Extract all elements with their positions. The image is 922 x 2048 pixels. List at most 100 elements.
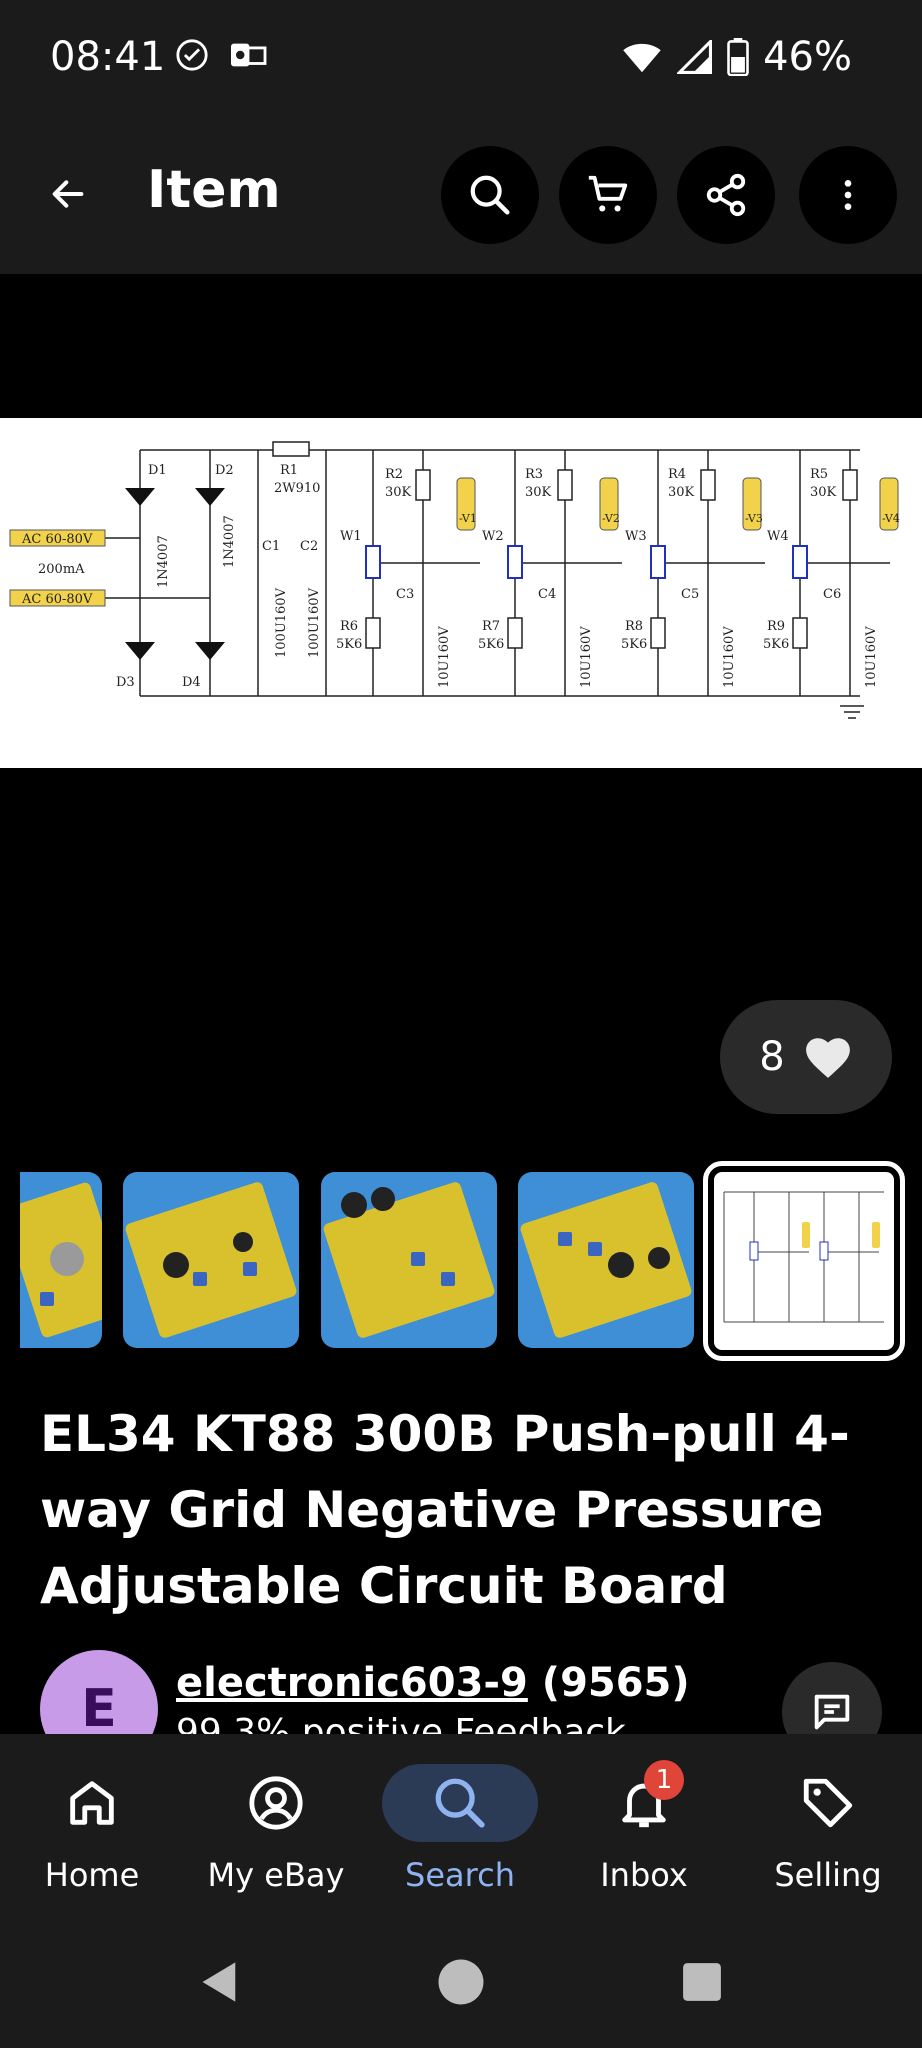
schematic-r6: R6 xyxy=(340,619,358,634)
thumbnail-2[interactable] xyxy=(123,1172,299,1348)
search-button[interactable] xyxy=(441,146,539,244)
schematic-r5-value: 30K xyxy=(810,485,837,500)
schematic-r5: R5 xyxy=(810,467,828,482)
nav-my-ebay[interactable]: My eBay xyxy=(184,1734,368,1914)
item-title: EL34 KT88 300B Push-pull 4-way Grid Nega… xyxy=(40,1405,850,1615)
schematic-r1-value: 2W910 xyxy=(274,481,320,496)
schematic-c1-value: 100U160V xyxy=(274,587,289,658)
system-navigation-bar xyxy=(0,1914,922,2048)
schematic-d4: D4 xyxy=(182,675,201,690)
thumbnail-5-selected[interactable] xyxy=(703,1161,905,1361)
search-icon xyxy=(470,175,510,215)
nav-search[interactable]: Search xyxy=(368,1734,552,1914)
triangle-back-icon xyxy=(202,1962,236,2002)
schematic-c4-value: 10U160V xyxy=(579,626,594,688)
seller-info[interactable]: E electronic603-9 (9565) 99.3% positive … xyxy=(0,1650,922,1734)
schematic-r8: R8 xyxy=(625,619,643,634)
nav-selling-label: Selling xyxy=(774,1856,882,1894)
schematic-ac-label-2: AC 60-80V xyxy=(21,592,93,607)
schematic-c4: C4 xyxy=(538,587,556,602)
seller-username[interactable]: electronic603-9 xyxy=(176,1660,528,1706)
chat-icon xyxy=(814,1694,850,1730)
thumbnail-strip[interactable] xyxy=(0,1161,922,1362)
schematic-c5-value: 10U160V xyxy=(722,626,737,688)
system-back-button[interactable] xyxy=(190,1952,250,2012)
tag-icon xyxy=(803,1778,853,1828)
schematic-d1-type: 1N4007 xyxy=(156,535,171,588)
schematic-c1: C1 xyxy=(262,539,280,554)
schematic-r9-value: 5K6 xyxy=(763,637,789,652)
seller-name[interactable]: electronic603-9 (9565) xyxy=(176,1660,690,1706)
schematic-v4: -V4 xyxy=(882,512,900,525)
schematic-ac-label-1: AC 60-80V xyxy=(21,532,93,547)
cart-icon xyxy=(588,175,628,212)
seller-avatar[interactable]: E xyxy=(40,1650,158,1734)
circuit-schematic-image: AC 60-80V AC 60-80V 200mA D1 D2 D3 D4 R1… xyxy=(0,418,922,768)
schematic-w2: W2 xyxy=(482,529,504,544)
message-seller-button[interactable] xyxy=(782,1662,882,1734)
schematic-d2-type: 1N4007 xyxy=(222,515,237,568)
nav-my-ebay-label: My eBay xyxy=(207,1856,345,1894)
schematic-c6: C6 xyxy=(823,587,841,602)
schematic-r1: R1 xyxy=(280,463,298,478)
page-title: Item xyxy=(147,160,281,220)
schematic-c2: C2 xyxy=(300,539,318,554)
system-recents-button[interactable] xyxy=(672,1952,732,2012)
schematic-current-label: 200mA xyxy=(38,562,85,577)
battery-icon xyxy=(727,38,749,76)
app-bar: Item xyxy=(0,116,922,274)
seller-feedback: 99.3% positive Feedback xyxy=(176,1712,626,1734)
system-home-button[interactable] xyxy=(431,1952,491,2012)
check-circle-icon xyxy=(176,39,208,71)
more-button[interactable] xyxy=(799,146,897,244)
watch-button[interactable]: 8 xyxy=(720,1000,892,1114)
circle-home-icon xyxy=(438,1959,484,2005)
schematic-r3-value: 30K xyxy=(525,485,552,500)
thumbnail-1[interactable] xyxy=(20,1172,102,1348)
wifi-icon xyxy=(623,43,661,73)
back-button[interactable] xyxy=(40,166,96,222)
schematic-r9: R9 xyxy=(767,619,785,634)
heart-icon xyxy=(805,1038,850,1078)
bottom-navigation: Home My eBay Search 1 Inbox Selling xyxy=(0,1734,922,1914)
schematic-w4: W4 xyxy=(767,529,789,544)
schematic-r7-value: 5K6 xyxy=(478,637,504,652)
schematic-v2: -V2 xyxy=(602,512,620,525)
nav-selling[interactable]: Selling xyxy=(736,1734,920,1914)
cart-button[interactable] xyxy=(559,146,657,244)
schematic-r7: R7 xyxy=(482,619,500,634)
thumbnail-3[interactable] xyxy=(321,1172,497,1348)
square-recents-icon xyxy=(683,1963,721,2001)
thumbnail-schematic xyxy=(723,1191,884,1323)
schematic-r3: R3 xyxy=(525,467,543,482)
schematic-r2: R2 xyxy=(385,467,403,482)
share-button[interactable] xyxy=(677,146,775,244)
schematic-d1: D1 xyxy=(148,463,167,478)
home-icon xyxy=(70,1781,114,1825)
schematic-c3-value: 10U160V xyxy=(437,626,452,688)
item-image-gallery[interactable]: AC 60-80V AC 60-80V 200mA D1 D2 D3 D4 R1… xyxy=(0,274,922,1154)
nav-search-label: Search xyxy=(405,1856,515,1894)
nav-inbox[interactable]: 1 Inbox xyxy=(552,1734,736,1914)
thumbnail-4[interactable] xyxy=(518,1172,694,1348)
schematic-w3: W3 xyxy=(625,529,647,544)
schematic-r2-value: 30K xyxy=(385,485,412,500)
watch-count: 8 xyxy=(759,1034,785,1080)
seller-score: (9565) xyxy=(541,1660,690,1706)
schematic-c5: C5 xyxy=(681,587,699,602)
nav-home[interactable]: Home xyxy=(0,1734,184,1914)
status-bar: 08:41 46% xyxy=(0,0,922,116)
account-icon xyxy=(249,1776,303,1830)
schematic-r6-value: 5K6 xyxy=(336,637,362,652)
schematic-r4-value: 30K xyxy=(668,485,695,500)
share-icon xyxy=(706,173,746,217)
battery-level: 46% xyxy=(763,34,852,80)
nav-inbox-label: Inbox xyxy=(600,1856,688,1894)
schematic-c3: C3 xyxy=(396,587,414,602)
nav-home-label: Home xyxy=(44,1856,140,1894)
search-icon xyxy=(435,1778,485,1828)
schematic-c6-value: 10U160V xyxy=(864,626,879,688)
schematic-v1: -V1 xyxy=(459,512,477,525)
more-vert-icon xyxy=(844,180,852,210)
schematic-r8-value: 5K6 xyxy=(621,637,647,652)
